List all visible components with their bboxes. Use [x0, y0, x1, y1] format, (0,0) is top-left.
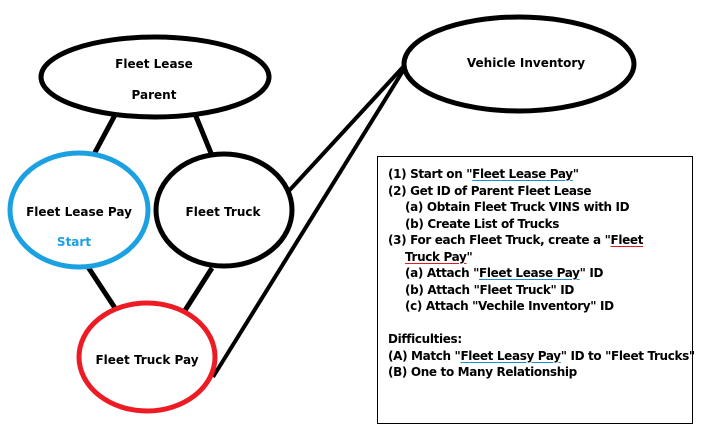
edge-fleet-truck-to-fleet-truck-pay — [181, 266, 215, 314]
edge-fleet-lease-to-fleet-truck — [192, 113, 216, 159]
note-text: (a) Attach " — [405, 266, 479, 280]
fleet-leasy-pay-ref: Fleet Leasy Pay — [460, 348, 561, 363]
note-step-3: (3) For each Fleet Truck, create a "Flee… — [388, 232, 692, 249]
node-fleet-lease-pay[interactable]: Fleet Lease Pay Start — [7, 150, 151, 270]
note-step-3c: (c) Attach "Vechile Inventory" ID — [405, 299, 614, 313]
difficulty-b: (B) One to Many Relationship — [388, 365, 577, 379]
fleet-truck-label: Fleet Truck — [186, 205, 262, 219]
note-step-1: (1) Start on "Fleet Lease Pay" — [388, 166, 692, 183]
note-step-3-cont: Truck Pay" — [388, 249, 692, 266]
fleet-lease-parent-label: Parent — [132, 88, 177, 102]
vehicle-inventory-label: Vehicle Inventory — [467, 56, 585, 70]
note-text: " ID — [579, 266, 604, 280]
note-step-2b: (b) Create List of Trucks — [405, 216, 560, 231]
node-fleet-truck-pay[interactable]: Fleet Truck Pay — [76, 300, 218, 414]
edge-fleet-lease-to-fleet-lease-pay — [89, 113, 118, 160]
note-step-3a: (a) Attach "Fleet Lease Pay" ID — [388, 265, 692, 282]
note-step-3b: (b) Attach "Fleet Truck" ID — [405, 282, 575, 297]
edge-vehicle-inventory-to-fleet-truck-pay — [211, 64, 408, 379]
fleet-truck-pay-ref: Fleet — [610, 233, 644, 247]
process-notes-box: (1) Start on "Fleet Lease Pay" (2) Get I… — [377, 156, 695, 424]
fleet-lease-pay-ref: Fleet Lease Pay — [472, 167, 573, 181]
difficulties-heading: Difficulties: — [388, 332, 462, 346]
fleet-lease-pay-label: Fleet Lease Pay — [26, 205, 132, 219]
edge-fleet-lease-pay-to-fleet-truck-pay — [85, 265, 118, 310]
node-fleet-truck[interactable]: Fleet Truck — [153, 151, 295, 269]
note-step-2: (2) Get ID of Parent Fleet Lease — [388, 183, 592, 198]
note-step-2a: (a) Obtain Fleet Truck VINS with ID — [405, 200, 630, 214]
note-text: (3) For each Fleet Truck, create a " — [388, 233, 611, 247]
note-text: (A) Match " — [388, 348, 461, 363]
edge-vehicle-inventory-to-fleet-truck — [285, 64, 406, 195]
note-text: " — [572, 167, 579, 181]
fleet-lease-pay-ref: Fleet Lease Pay — [479, 266, 580, 280]
difficulty-a: (A) Match "Fleet Leasy Pay" ID to "Fleet… — [388, 348, 695, 365]
note-text: " ID to "Fleet Trucks" — [560, 348, 695, 363]
node-fleet-lease[interactable]: Fleet Lease Parent — [38, 34, 272, 120]
fleet-lease-label: Fleet Lease — [115, 57, 193, 71]
note-text: (1) Start on " — [388, 167, 473, 181]
start-label: Start — [57, 235, 91, 249]
spacer — [388, 315, 692, 332]
fleet-truck-pay-ref: Truck Pay — [405, 249, 467, 264]
note-text: " — [466, 249, 473, 264]
fleet-truck-pay-label: Fleet Truck Pay — [95, 353, 198, 367]
node-vehicle-inventory[interactable]: Vehicle Inventory — [401, 14, 637, 114]
